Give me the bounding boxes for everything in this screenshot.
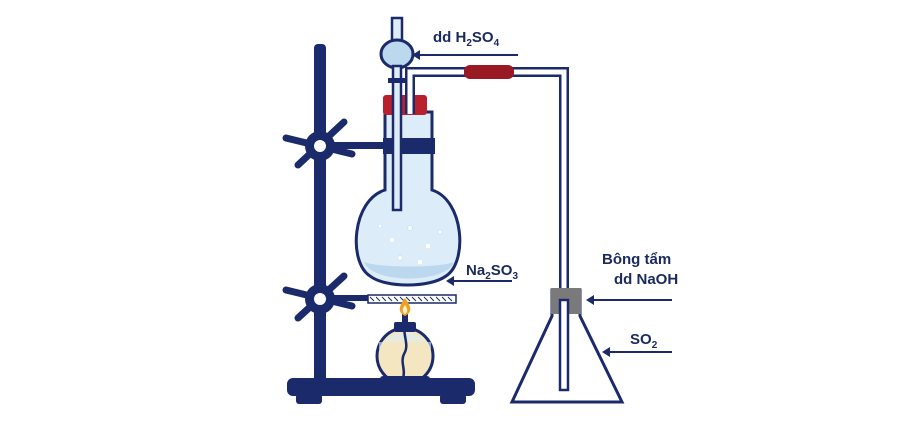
stand-foot-left — [296, 394, 322, 404]
neck-clamp-band — [383, 138, 435, 154]
lower-clamp — [282, 272, 370, 322]
upper-clamp — [282, 118, 390, 169]
so2-text: SO2 — [630, 331, 658, 351]
lamp-wick — [401, 321, 408, 379]
round-bottom-flask — [354, 95, 462, 287]
retort-stand — [282, 44, 475, 404]
stopcock — [388, 78, 406, 83]
wire-gauze — [367, 294, 457, 304]
alcohol-lamp — [375, 298, 435, 386]
stand-foot-right — [440, 394, 466, 404]
funnel-bulb — [379, 38, 415, 70]
rubber-connector — [464, 65, 514, 79]
lower-clamp-arm — [330, 295, 370, 301]
delivery-tube — [405, 65, 569, 375]
h2so4-text: dd H2SO4 — [433, 29, 500, 49]
cotton-line2-text: dd NaOH — [614, 271, 678, 288]
flask-liquid — [364, 262, 454, 279]
label-so2: SO2 — [602, 331, 672, 357]
wick-tip — [402, 314, 408, 323]
flask-glass — [354, 110, 462, 287]
funnel-stem — [391, 64, 403, 212]
stand-rod — [314, 44, 326, 382]
na2so3-text: Na2SO3 — [466, 262, 518, 282]
label-na2so3: Na2SO3 — [446, 262, 518, 286]
cotton-line1-text: Bông tẩm — [602, 251, 671, 268]
bubbles — [377, 223, 443, 266]
label-h2so4: dd H2SO4 — [412, 29, 518, 60]
erlenmeyer-flask — [509, 288, 625, 404]
label-cotton-naoh: Bông tẩm dd NaOH — [586, 251, 678, 305]
lamp-base — [380, 376, 430, 384]
separatory-funnel — [379, 16, 415, 212]
upper-clamp-arm — [330, 142, 390, 149]
